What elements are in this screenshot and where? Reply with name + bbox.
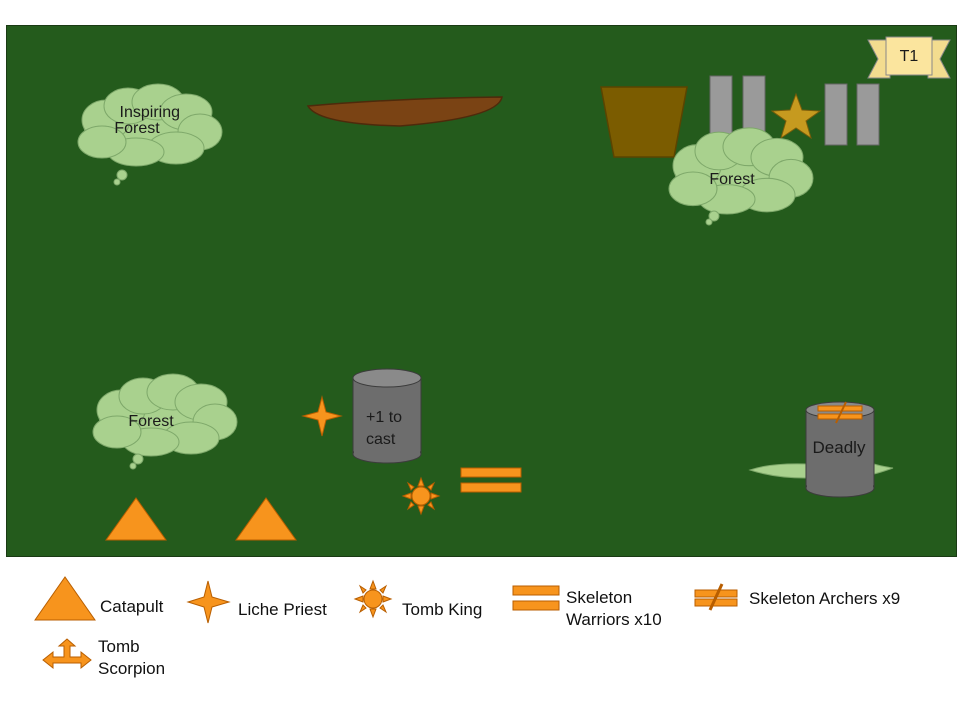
tower-center-line1: +1 to	[366, 409, 402, 426]
hill-terrain	[600, 86, 688, 158]
tower-deadly: Deadly	[748, 401, 894, 498]
legend-liche-priest-label: Liche Priest	[238, 600, 327, 619]
forest-top-right-label: Forest	[709, 171, 755, 188]
tomb-king-unit-icon	[401, 476, 441, 516]
ridge-terrain	[306, 96, 503, 127]
legend-tomb-scorpion-icon	[42, 638, 92, 670]
tower-deadly-label: Deadly	[813, 438, 866, 457]
legend-skeleton-warriors-label: Skeleton Warriors x10	[566, 588, 662, 629]
forest-bottom-left: Forest	[92, 373, 238, 470]
legend-skeleton-archers-label: Skeleton Archers x9	[749, 589, 901, 608]
forest-bottom-left-label: Forest	[128, 413, 174, 430]
svg-text:Inspiring Forest: Inspiring Forest	[114, 104, 184, 137]
turn-banner: T1	[867, 36, 951, 79]
turn-label: T1	[900, 48, 919, 65]
legend-tomb-king-icon	[353, 579, 393, 619]
skeleton-warriors-unit-icon	[460, 467, 522, 493]
legend-catapult-icon	[34, 576, 96, 621]
skeleton-archers-unit-icon	[817, 401, 863, 424]
catapult-unit-icon	[235, 497, 297, 541]
legend-tomb-scorpion-label: Tomb Scorpion	[98, 637, 166, 678]
catapult-unit-icon	[105, 497, 167, 541]
liche-priest-unit-icon	[301, 395, 343, 437]
legend-skeleton-warriors-icon	[512, 585, 560, 611]
ruins-terrain	[709, 75, 880, 146]
tower-center-line2: cast	[366, 431, 396, 448]
forest-inspiring: Inspiring Forest	[77, 83, 223, 186]
objective-star-icon	[770, 92, 822, 140]
legend-catapult-label: Catapult	[100, 597, 164, 616]
forest-top-right: Forest	[668, 127, 814, 226]
forest-inspiring-line2: Forest	[114, 120, 160, 137]
forest-inspiring-line1: Inspiring	[120, 104, 180, 121]
tower-center: +1 to cast	[352, 368, 422, 464]
legend-skeleton-archers-icon	[694, 583, 738, 611]
legend-liche-priest-icon	[186, 580, 231, 624]
legend-tomb-king-label: Tomb King	[402, 600, 483, 619]
